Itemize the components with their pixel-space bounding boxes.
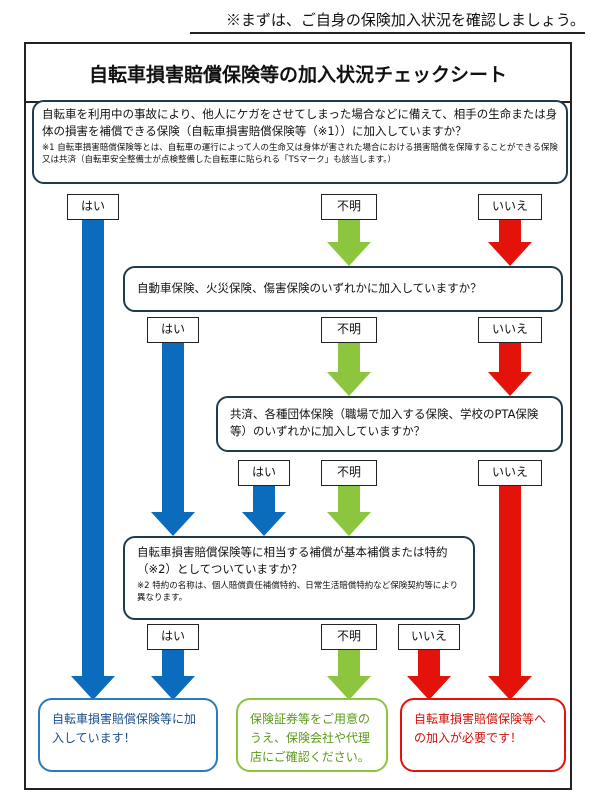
question-4-box: 自転車損害賠償保険等に相当する補償が基本補償または特約（※2）としてついています…	[123, 536, 475, 620]
result-yes-text: 自転車損害賠償保険等に加入しています！	[52, 712, 197, 745]
arrow-q4-no	[407, 650, 451, 700]
q3-answer-unknown: 不明	[321, 460, 377, 486]
q2-answer-yes: はい	[147, 317, 199, 343]
q1-answer-no: いいえ	[478, 194, 542, 220]
arrow-q1-no	[488, 220, 532, 266]
question-2-text: 自動車保険、火災保険、傷害保険のいずれかに加入していますか？	[137, 281, 482, 295]
q3-answer-no: いいえ	[478, 460, 542, 486]
arrow-q4-unknown	[327, 650, 371, 700]
q4-answer-no: いいえ	[398, 624, 460, 650]
arrow-q2-no	[488, 343, 532, 396]
arrow-q1-unknown	[327, 220, 371, 266]
result-yes-box: 自転車損害賠償保険等に加入しています！	[38, 698, 218, 772]
result-no-box: 自転車損害賠償保険等への加入が必要です！	[400, 698, 566, 772]
question-1-box: 自転車を利用中の事故により、他人にケガをさせてしまった場合などに備えて、相手の生…	[32, 100, 568, 184]
q4-answer-yes: はい	[147, 624, 199, 650]
q2-answer-unknown: 不明	[321, 317, 377, 343]
q3-answer-yes: はい	[238, 460, 290, 486]
question-3-text: 共済、各種団体保険（職場で加入する保険、学校のPTA保険等）のいずれかに加入して…	[230, 407, 539, 438]
question-4-note: ※2 特約の名称は、個人賠償責任補償特約、日常生活賠償特約など保険契約等により異…	[137, 581, 459, 603]
question-3-box: 共済、各種団体保険（職場で加入する保険、学校のPTA保険等）のいずれかに加入して…	[216, 396, 563, 452]
q4-answer-unknown: 不明	[321, 624, 377, 650]
q2-answer-no: いいえ	[478, 317, 542, 343]
page-title: 自転車損害賠償保険等の加入状況チェックシート	[88, 64, 507, 86]
question-2-box: 自動車保険、火災保険、傷害保険のいずれかに加入していますか？	[123, 266, 563, 312]
result-unknown-text: 保険証券等をご用意のうえ、保険会社や代理店にご確認ください。	[250, 712, 371, 764]
q1-answer-unknown: 不明	[321, 194, 377, 220]
top-note: ※まずは、ご自身の保険加入状況を確認しましょう。	[190, 8, 585, 34]
arrow-q3-yes	[242, 486, 286, 536]
arrow-q2-yes	[151, 343, 195, 536]
q1-answer-yes: はい	[67, 194, 119, 220]
result-no-text: 自転車損害賠償保険等への加入が必要です！	[414, 712, 547, 745]
question-4-text: 自転車損害賠償保険等に相当する補償が基本補償または特約（※2）としてついています…	[137, 545, 448, 576]
arrow-q2-unknown	[327, 343, 371, 396]
arrow-q4-yes	[151, 650, 195, 700]
arrow-q3-no	[488, 486, 532, 700]
question-1-text: 自転車を利用中の事故により、他人にケガをさせてしまった場合などに備えて、相手の生…	[42, 107, 558, 138]
arrow-q3-unknown	[327, 486, 371, 536]
arrow-q1-yes	[71, 220, 115, 700]
result-unknown-box: 保険証券等をご用意のうえ、保険会社や代理店にご確認ください。	[236, 698, 388, 772]
question-1-note: ※1 自転車損害賠償保険等とは、自転車の運行によって人の生命又は身体が害された場…	[42, 143, 558, 165]
